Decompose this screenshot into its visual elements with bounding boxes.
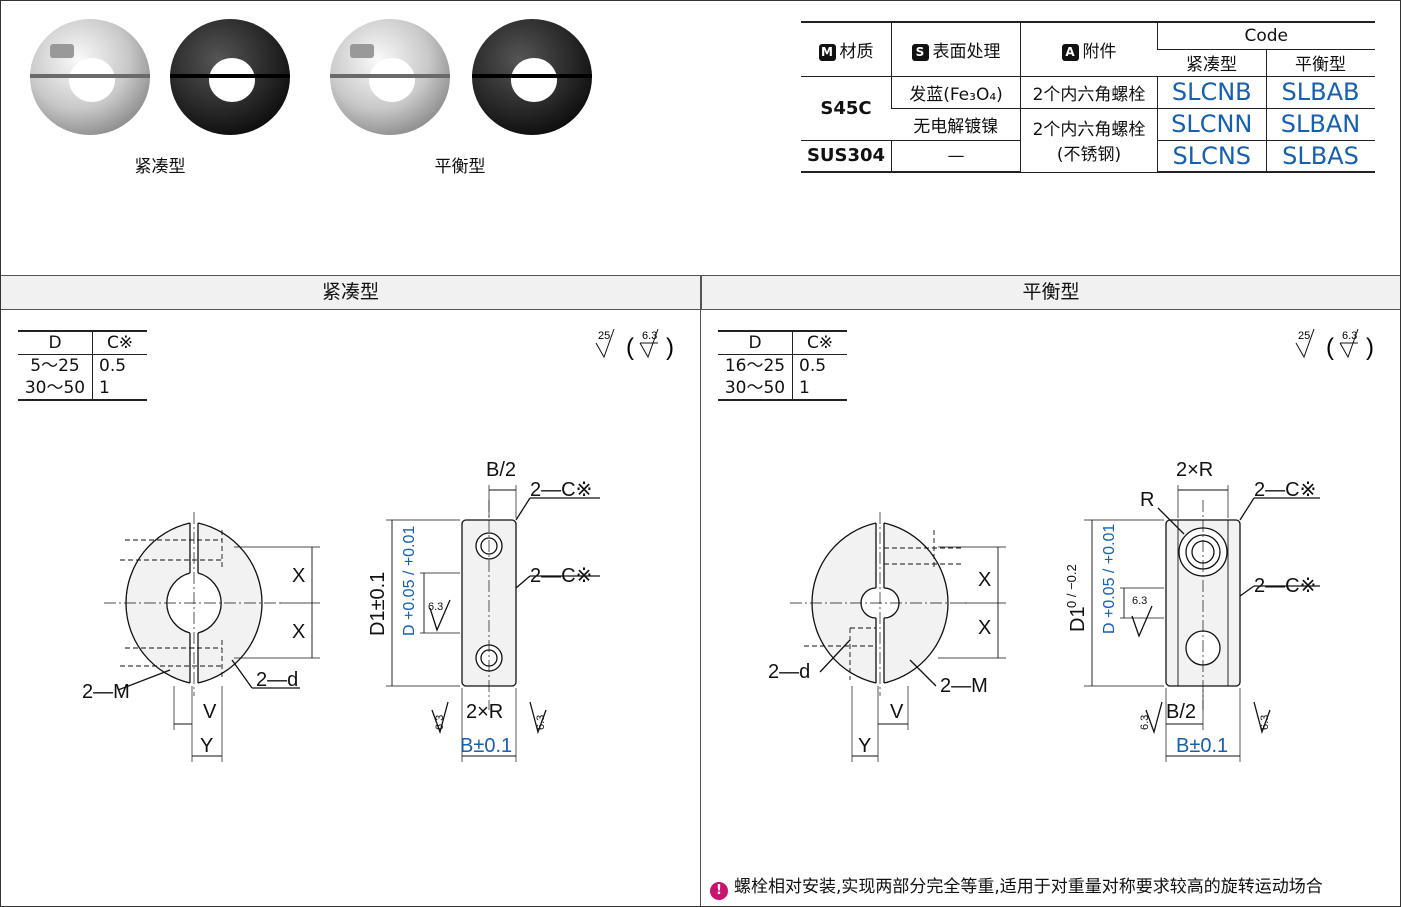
svg-text:2×R: 2×R xyxy=(1176,459,1213,481)
code-slban[interactable]: SLBAN xyxy=(1265,108,1375,141)
black-collar-balanced-photo xyxy=(472,19,592,135)
code-slcnb[interactable]: SLCNB xyxy=(1157,76,1266,109)
svg-text:(: ( xyxy=(1326,334,1334,361)
section-title-compact: 紧凑型 xyxy=(1,275,700,310)
svg-text:6.3: 6.3 xyxy=(642,330,657,342)
svg-text:X: X xyxy=(292,565,305,587)
svg-text:2—M: 2—M xyxy=(940,675,988,697)
spec-row-2: 无电解镀镍 2个内六角螺栓(不锈钢) SLCNN SLBAN xyxy=(801,108,1375,173)
surface-black-oxide: 发蓝(Fe₃O₄) xyxy=(891,76,1021,109)
product-photos xyxy=(30,19,592,135)
svg-text:B±0.1: B±0.1 xyxy=(460,735,512,757)
svg-text:): ) xyxy=(666,334,674,361)
svg-text:R: R xyxy=(1140,489,1154,511)
svg-text:V: V xyxy=(203,701,217,723)
svg-text:2—C※: 2—C※ xyxy=(530,565,592,587)
svg-text:2—C※: 2—C※ xyxy=(530,479,592,501)
code-slbab[interactable]: SLBAB xyxy=(1265,76,1375,109)
spec-row-3: SUS304 — SLCNS SLBAS xyxy=(801,140,1375,173)
section-divider xyxy=(700,275,701,906)
svg-text:6.3: 6.3 xyxy=(1342,330,1357,342)
svg-text:6.3: 6.3 xyxy=(1132,595,1147,607)
header-code-balanced: 平衡型 xyxy=(1265,49,1375,77)
svg-text:2—M: 2—M xyxy=(82,681,130,703)
svg-text:X: X xyxy=(978,617,991,639)
code-slcns[interactable]: SLCNS xyxy=(1157,140,1266,173)
info-icon: ! xyxy=(710,882,728,900)
attachment-stainless-bolts: 2个内六角螺栓(不锈钢) xyxy=(1020,108,1158,173)
caption-balanced: 平衡型 xyxy=(434,157,486,177)
header-code-compact: 紧凑型 xyxy=(1157,49,1266,77)
svg-text:): ) xyxy=(1366,334,1374,361)
code-slbas[interactable]: SLBAS xyxy=(1265,140,1375,173)
s-badge-icon: S xyxy=(911,43,929,61)
caption-compact: 紧凑型 xyxy=(134,157,186,177)
attachment-bolts: 2个内六角螺栓 xyxy=(1020,76,1158,109)
svg-text:V: V xyxy=(890,701,904,723)
roughness-symbol-balanced: 25 (6.3 ) xyxy=(1295,328,1374,361)
usage-note: !螺栓相对安装,实现两部分完全等重,适用于对重量对称要求较高的旋转运动场合 xyxy=(710,872,1323,900)
material-s45c: S45C xyxy=(801,76,892,141)
material-sus304: SUS304 xyxy=(801,140,892,173)
svg-text:X: X xyxy=(978,569,991,591)
svg-text:D +0.05 / +0.01: D +0.05 / +0.01 xyxy=(1101,524,1118,634)
svg-text:6.3: 6.3 xyxy=(1259,715,1271,730)
svg-text:2—d: 2—d xyxy=(256,669,298,691)
surface-none: — xyxy=(891,140,1021,173)
svg-text:25: 25 xyxy=(1298,330,1310,342)
svg-text:D +0.05 / +0.01: D +0.05 / +0.01 xyxy=(401,526,418,636)
surface-nickel: 无电解镀镍 xyxy=(891,108,1021,141)
silver-collar-balanced-photo xyxy=(330,19,450,135)
m-badge-icon: M xyxy=(818,43,836,61)
svg-text:B±0.1: B±0.1 xyxy=(1176,735,1228,757)
svg-text:Y: Y xyxy=(200,735,213,757)
code-slcnn[interactable]: SLCNN xyxy=(1157,108,1266,141)
svg-text:D1±0.1: D1±0.1 xyxy=(367,572,389,636)
svg-text:D1: D1 xyxy=(1067,606,1089,632)
silver-collar-compact-photo xyxy=(30,19,150,135)
a-badge-icon: A xyxy=(1061,43,1079,61)
header-code: Code xyxy=(1157,21,1375,50)
section-title-balanced: 平衡型 xyxy=(701,275,1400,310)
svg-text:6.3: 6.3 xyxy=(1139,715,1151,730)
svg-text:2—C※: 2—C※ xyxy=(1254,575,1316,597)
black-collar-compact-photo xyxy=(170,19,290,135)
svg-text:X: X xyxy=(292,621,305,643)
svg-text:B/2: B/2 xyxy=(486,459,516,481)
svg-text:2—C※: 2—C※ xyxy=(1254,479,1316,501)
roughness-symbol-compact: 25 (6.3 ) xyxy=(595,328,674,361)
svg-text:6.3: 6.3 xyxy=(428,601,443,613)
svg-text:2—d: 2—d xyxy=(768,661,810,683)
spec-row-1: S45C 发蓝(Fe₃O₄) 2个内六角螺栓 SLCNB SLBAB xyxy=(801,76,1375,141)
drawing-balanced: XX 2—d2—M VY 2×RR 2—C※2—C※ B/2 B±0.1 D1 … xyxy=(768,459,1320,762)
svg-text:2×R: 2×R xyxy=(466,701,503,723)
svg-text:(: ( xyxy=(626,334,634,361)
svg-text:B/2: B/2 xyxy=(1166,701,1196,723)
svg-text:25: 25 xyxy=(598,330,610,342)
svg-text:Y: Y xyxy=(858,735,871,757)
svg-text:0 / −0.2: 0 / −0.2 xyxy=(1064,564,1079,608)
drawing-compact: X X 2—M 2—d VY B/2 2—C※ 2—C※ 2×R B±0.1 D1±0… xyxy=(82,459,600,762)
svg-text:6.3: 6.3 xyxy=(535,715,547,730)
svg-text:6.3: 6.3 xyxy=(434,715,446,730)
